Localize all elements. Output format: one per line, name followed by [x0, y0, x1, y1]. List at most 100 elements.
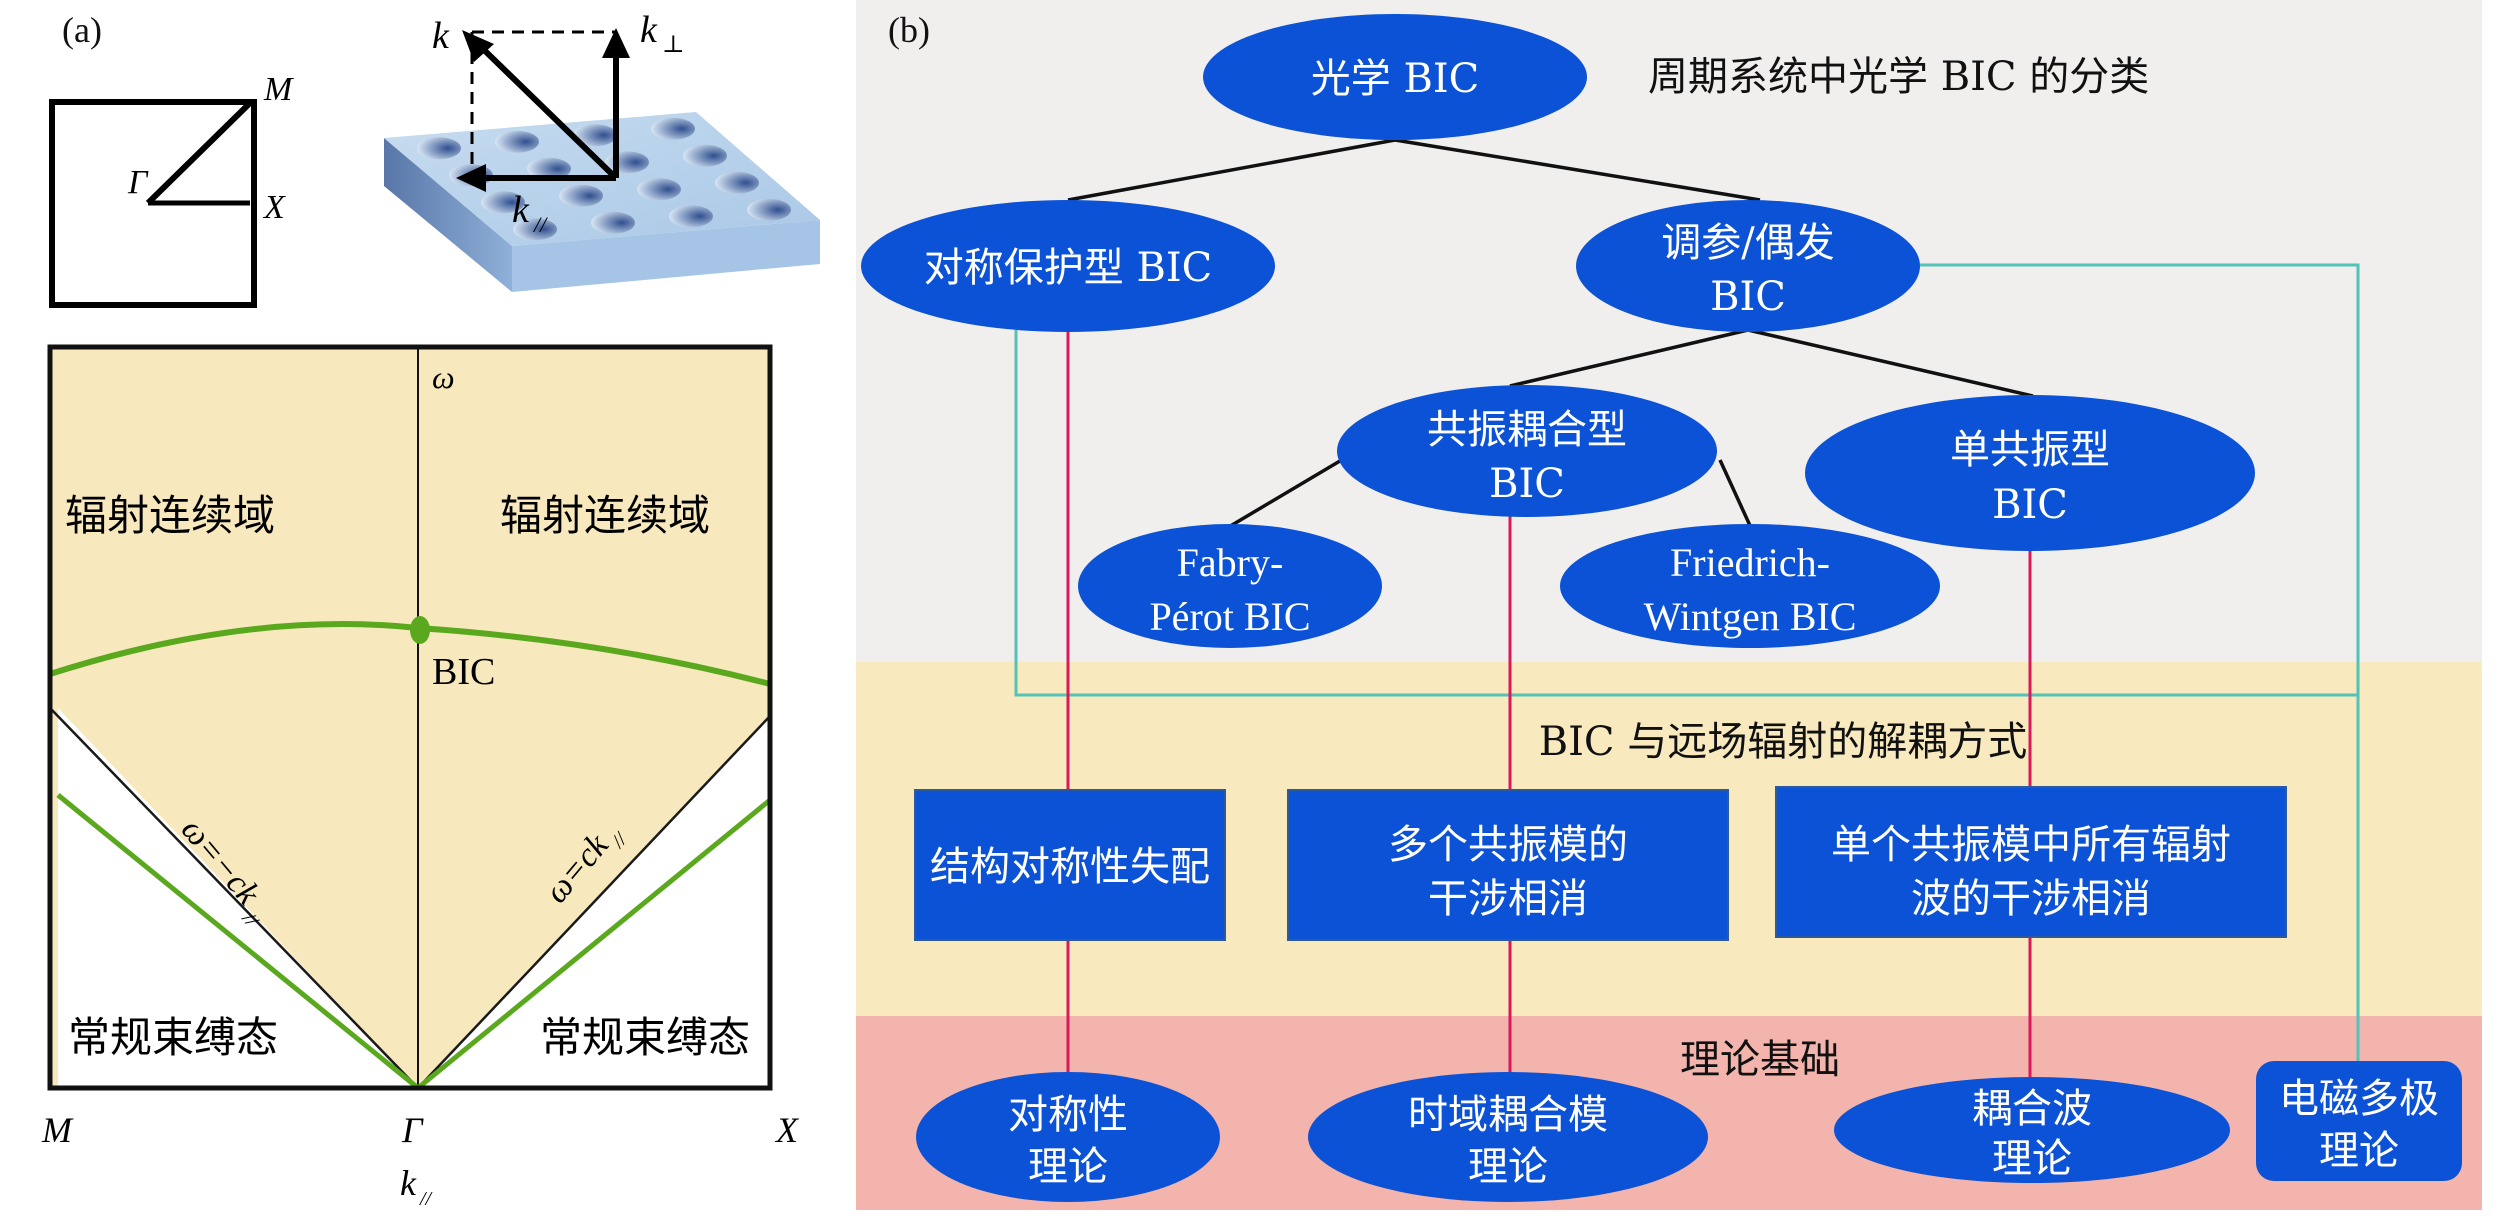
decoupling-box-symmetry-mismatch-label: 结构对称性失配 — [930, 844, 1210, 890]
edge-root-tuned — [1394, 138, 1761, 202]
bz-label-m: M — [263, 71, 294, 108]
theory-symmetry[interactable]: 对称性 理论 — [916, 1072, 1220, 1202]
decoupling-heading: BIC 与远场辐射的解耦方式 — [1539, 719, 2028, 765]
theory-coupled-wave-line1: 耦合波 — [1972, 1086, 2092, 1132]
band-diagram: ω 辐射连续域 辐射连续域 BIC ω=−ck // ω=ck // 常规束缚态… — [41, 344, 800, 1210]
theory-temporal-coupled-mode[interactable]: 时域耦合模 理论 — [1308, 1072, 1708, 1202]
slab-hole — [513, 218, 557, 241]
slab-hole — [573, 124, 617, 147]
theory-em-multipole[interactable]: 电磁多极 理论 — [2256, 1061, 2462, 1181]
band-curve-lower-right — [416, 798, 772, 1090]
edge-coupling-fw — [1718, 459, 1754, 531]
gamma-m-path — [145, 100, 253, 206]
theory-em-multipole-line2: 理论 — [2319, 1128, 2399, 1174]
k-perp-label: k — [640, 9, 658, 51]
x-axis-label-subscript: // — [419, 1188, 434, 1210]
band-curve-lower-left — [56, 793, 420, 1090]
edge-root-symmetric — [1067, 138, 1396, 202]
bz-label-x: X — [262, 189, 286, 226]
decoupling-box-single-mode-interference[interactable]: 单个共振模中所有辐射 波的干涉相消 — [1775, 786, 2287, 938]
decoupling-box-multi-mode-interference[interactable]: 多个共振模的 干涉相消 — [1287, 789, 1729, 941]
node-fabry-perot[interactable]: Fabry- Pérot BIC — [1078, 524, 1382, 648]
k-par-arrowhead — [456, 164, 486, 192]
bic-point — [410, 616, 430, 644]
theory-temporal-coupled-mode-line1: 时域耦合模 — [1408, 1092, 1608, 1138]
continuum-label-right: 辐射连续域 — [500, 491, 710, 540]
node-root-label: 光学 BIC — [1311, 56, 1480, 102]
node-symmetry-protected-label: 对称保护型 BIC — [924, 245, 1213, 291]
theory-symmetry-line1: 对称性 — [1008, 1092, 1128, 1138]
bound-state-label-right: 常规束缚态 — [540, 1013, 750, 1062]
theory-heading: 理论基础 — [1680, 1037, 1840, 1083]
k-perp-arrowhead — [602, 28, 630, 58]
brillouin-zone-square — [49, 99, 257, 308]
omega-axis-label: ω — [432, 359, 455, 395]
panel-a: (a) M Γ X k k ⊥ k — [41, 9, 820, 1210]
k-arrow — [477, 43, 619, 181]
node-tuned-accidental[interactable]: 调参/偶发 BIC — [1576, 200, 1920, 332]
slab-hole — [417, 137, 461, 160]
edge-coupling-fp — [1226, 453, 1351, 530]
bz-label-gamma: Γ — [127, 164, 149, 201]
k-label: k — [432, 15, 450, 57]
slab-hole — [481, 191, 525, 214]
edge-tuned-coupling — [1509, 328, 1749, 388]
panel-b-title: 周期系统中光学 BIC 的分类 — [1648, 54, 2149, 100]
slab-left-face — [384, 138, 512, 292]
slab-hole — [669, 205, 713, 228]
node-symmetry-protected[interactable]: 对称保护型 BIC — [861, 200, 1275, 332]
slab-hole — [651, 117, 695, 140]
theory-temporal-coupled-mode-line2: 理论 — [1468, 1144, 1548, 1190]
tree-edges — [1067, 138, 2034, 531]
slab-hole — [715, 171, 759, 194]
node-resonance-coupling[interactable]: 共振耦合型 BIC — [1337, 385, 1717, 517]
node-resonance-coupling-line2: BIC — [1489, 461, 1565, 507]
node-tuned-accidental-line2: BIC — [1710, 274, 1786, 320]
k-arrowhead — [462, 30, 494, 62]
k-par-label: k — [512, 189, 530, 231]
k-perp-subscript: ⊥ — [662, 32, 685, 58]
slab-hole — [591, 211, 635, 234]
continuum-label-left: 辐射连续域 — [65, 491, 275, 540]
decoupling-box-single-mode-line2: 波的干涉相消 — [1911, 876, 2151, 922]
node-friedrich-wintgen-line2: Wintgen BIC — [1644, 594, 1857, 639]
teal-link-right — [1920, 263, 2360, 1062]
edge-tuned-single — [1747, 328, 2034, 398]
panel-b-label: (b) — [888, 10, 930, 50]
node-friedrich-wintgen[interactable]: Friedrich- Wintgen BIC — [1560, 524, 1940, 648]
theory-em-multipole-line1: 电磁多极 — [2279, 1076, 2439, 1122]
panel-b: (b) 周期系统中光学 BIC 的分类 光学 BIC 对称保护型 BIC — [856, 0, 2482, 1210]
k-par-subscript: // — [532, 212, 548, 237]
node-fabry-perot-line1: Fabry- — [1177, 540, 1284, 585]
tick-label-x: X — [774, 1110, 800, 1150]
tick-label-m: M — [41, 1110, 74, 1150]
node-root[interactable]: 光学 BIC — [1203, 14, 1587, 140]
slab-hole — [495, 130, 539, 153]
bound-region-left — [58, 708, 418, 1088]
slab-hole — [527, 157, 571, 180]
slab-holes — [417, 117, 791, 241]
theory-coupled-wave-line2: 理论 — [1992, 1136, 2072, 1182]
node-single-resonance-line2: BIC — [1992, 482, 2068, 528]
bound-state-label-left: 常规束缚态 — [68, 1013, 278, 1062]
node-tuned-accidental-line1: 调参/偶发 — [1661, 220, 1834, 266]
theory-symmetry-line2: 理论 — [1028, 1144, 1108, 1190]
node-single-resonance[interactable]: 单共振型 BIC — [1805, 395, 2255, 551]
node-resonance-coupling-line1: 共振耦合型 — [1427, 407, 1627, 453]
decoupling-box-single-mode-line1: 单个共振模中所有辐射 — [1831, 822, 2231, 868]
theory-coupled-wave[interactable]: 耦合波 理论 — [1834, 1077, 2230, 1183]
decoupling-box-symmetry-mismatch[interactable]: 结构对称性失配 — [914, 789, 1226, 941]
node-fabry-perot-line2: Pérot BIC — [1149, 594, 1310, 639]
tick-label-gamma: Γ — [401, 1110, 424, 1150]
light-line-left — [49, 707, 419, 1089]
x-axis-label: k — [400, 1163, 417, 1203]
panel-a-label: (a) — [62, 10, 102, 50]
decoupling-box-multi-mode-line1: 多个共振模的 — [1388, 822, 1628, 868]
node-single-resonance-line1: 单共振型 — [1950, 427, 2110, 473]
slab-hole — [747, 198, 791, 221]
slab-hole — [683, 144, 727, 167]
photonic-crystal-slab: k k ⊥ k // — [384, 9, 820, 292]
teal-link-left — [1014, 330, 2358, 697]
band-diagram-frame — [47, 344, 773, 1091]
